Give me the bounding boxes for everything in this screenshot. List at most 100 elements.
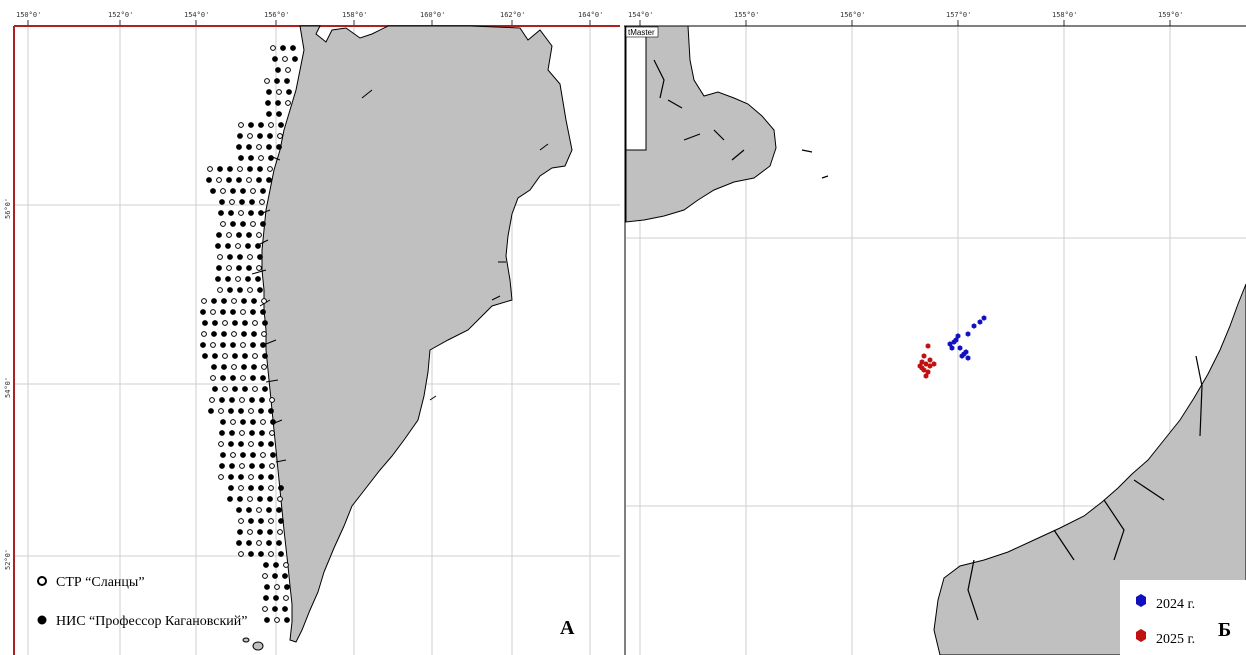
station-marker bbox=[237, 254, 243, 260]
station-marker bbox=[215, 243, 221, 249]
station-marker bbox=[212, 320, 218, 326]
station-marker bbox=[228, 408, 234, 414]
station-marker bbox=[201, 298, 207, 304]
islet bbox=[252, 641, 264, 651]
station-marker bbox=[247, 529, 253, 535]
station-marker bbox=[262, 386, 268, 392]
station-marker bbox=[218, 441, 224, 447]
station-marker bbox=[241, 364, 247, 370]
station-marker bbox=[285, 67, 291, 73]
station-marker bbox=[267, 496, 273, 502]
station-marker bbox=[227, 287, 233, 293]
station-marker bbox=[228, 474, 234, 480]
top-tick-label: 162°0' bbox=[500, 11, 525, 19]
station-marker bbox=[216, 177, 222, 183]
station-marker bbox=[266, 540, 272, 546]
station-marker bbox=[258, 155, 264, 161]
station-marker bbox=[231, 364, 237, 370]
map-b-canvas: 154°0'155°0'156°0'157°0'158°0'159°0' 59°… bbox=[624, 0, 1246, 655]
northwest-landmass bbox=[625, 25, 777, 223]
station-marker bbox=[278, 122, 284, 128]
top-tick-label: 152°0' bbox=[108, 11, 133, 19]
station-marker bbox=[266, 144, 272, 150]
legend-b: 2024 г. 2025 г. bbox=[1136, 594, 1195, 647]
station-marker bbox=[277, 529, 283, 535]
catch-point bbox=[919, 359, 925, 365]
station-marker bbox=[268, 474, 274, 480]
station-marker bbox=[245, 243, 251, 249]
station-marker bbox=[269, 430, 275, 436]
station-marker bbox=[259, 430, 265, 436]
top-tick-label: 158°0' bbox=[342, 11, 367, 19]
station-marker bbox=[262, 573, 268, 579]
station-marker bbox=[259, 397, 265, 403]
station-marker bbox=[238, 551, 244, 557]
top-tick-label: 157°0' bbox=[946, 11, 971, 19]
station-marker bbox=[227, 166, 233, 172]
station-marker bbox=[238, 155, 244, 161]
points-2025 bbox=[917, 343, 937, 379]
station-marker bbox=[219, 199, 225, 205]
station-marker bbox=[216, 265, 222, 271]
station-marker bbox=[272, 56, 278, 62]
station-marker bbox=[262, 606, 268, 612]
catch-point bbox=[957, 345, 963, 351]
catch-point bbox=[965, 331, 971, 337]
station-marker bbox=[258, 551, 264, 557]
station-marker bbox=[260, 221, 266, 227]
station-marker bbox=[225, 243, 231, 249]
station-marker bbox=[236, 177, 242, 183]
station-marker bbox=[230, 309, 236, 315]
station-marker bbox=[255, 276, 261, 282]
station-marker bbox=[217, 166, 223, 172]
station-marker bbox=[240, 188, 246, 194]
station-marker bbox=[282, 56, 288, 62]
station-marker bbox=[266, 507, 272, 513]
station-marker bbox=[247, 287, 253, 293]
station-marker bbox=[248, 122, 254, 128]
station-marker bbox=[292, 56, 298, 62]
station-marker bbox=[260, 419, 266, 425]
catch-point bbox=[923, 361, 929, 367]
station-marker bbox=[251, 298, 257, 304]
river-lines-b2 bbox=[967, 355, 1203, 621]
kamchatka-landmass bbox=[261, 25, 573, 643]
station-marker bbox=[208, 408, 214, 414]
legend-b-box bbox=[1120, 580, 1246, 655]
red-marker-icon bbox=[1136, 629, 1146, 642]
panel-letter-a: А bbox=[560, 617, 575, 639]
station-marker bbox=[248, 155, 254, 161]
station-marker bbox=[248, 551, 254, 557]
station-marker bbox=[267, 166, 273, 172]
station-marker bbox=[228, 441, 234, 447]
station-marker bbox=[263, 562, 269, 568]
catch-point bbox=[971, 323, 977, 329]
northwest-landmass-inner bbox=[625, 35, 647, 151]
station-marker bbox=[249, 397, 255, 403]
station-marker bbox=[248, 441, 254, 447]
side-tick-label: 54°0' bbox=[4, 377, 12, 398]
catch-point bbox=[947, 341, 953, 347]
station-marker bbox=[245, 276, 251, 282]
points-2024 bbox=[947, 315, 987, 361]
legend-a-label-2: НИС “Профессор Кагановский” bbox=[56, 614, 248, 629]
station-marker bbox=[210, 309, 216, 315]
tag-label: tMaster bbox=[628, 28, 655, 37]
station-marker bbox=[261, 298, 267, 304]
station-markers bbox=[200, 45, 298, 623]
station-marker bbox=[250, 188, 256, 194]
station-marker bbox=[226, 177, 232, 183]
station-marker bbox=[211, 298, 217, 304]
station-marker bbox=[212, 386, 218, 392]
catch-point bbox=[977, 319, 983, 325]
station-marker bbox=[290, 45, 296, 51]
station-marker bbox=[263, 595, 269, 601]
station-marker bbox=[268, 485, 274, 491]
top-tick-label: 154°0' bbox=[628, 11, 653, 19]
station-marker bbox=[247, 166, 253, 172]
station-marker bbox=[219, 430, 225, 436]
station-marker bbox=[282, 573, 288, 579]
station-marker bbox=[235, 243, 241, 249]
station-marker bbox=[246, 144, 252, 150]
station-marker bbox=[276, 89, 282, 95]
